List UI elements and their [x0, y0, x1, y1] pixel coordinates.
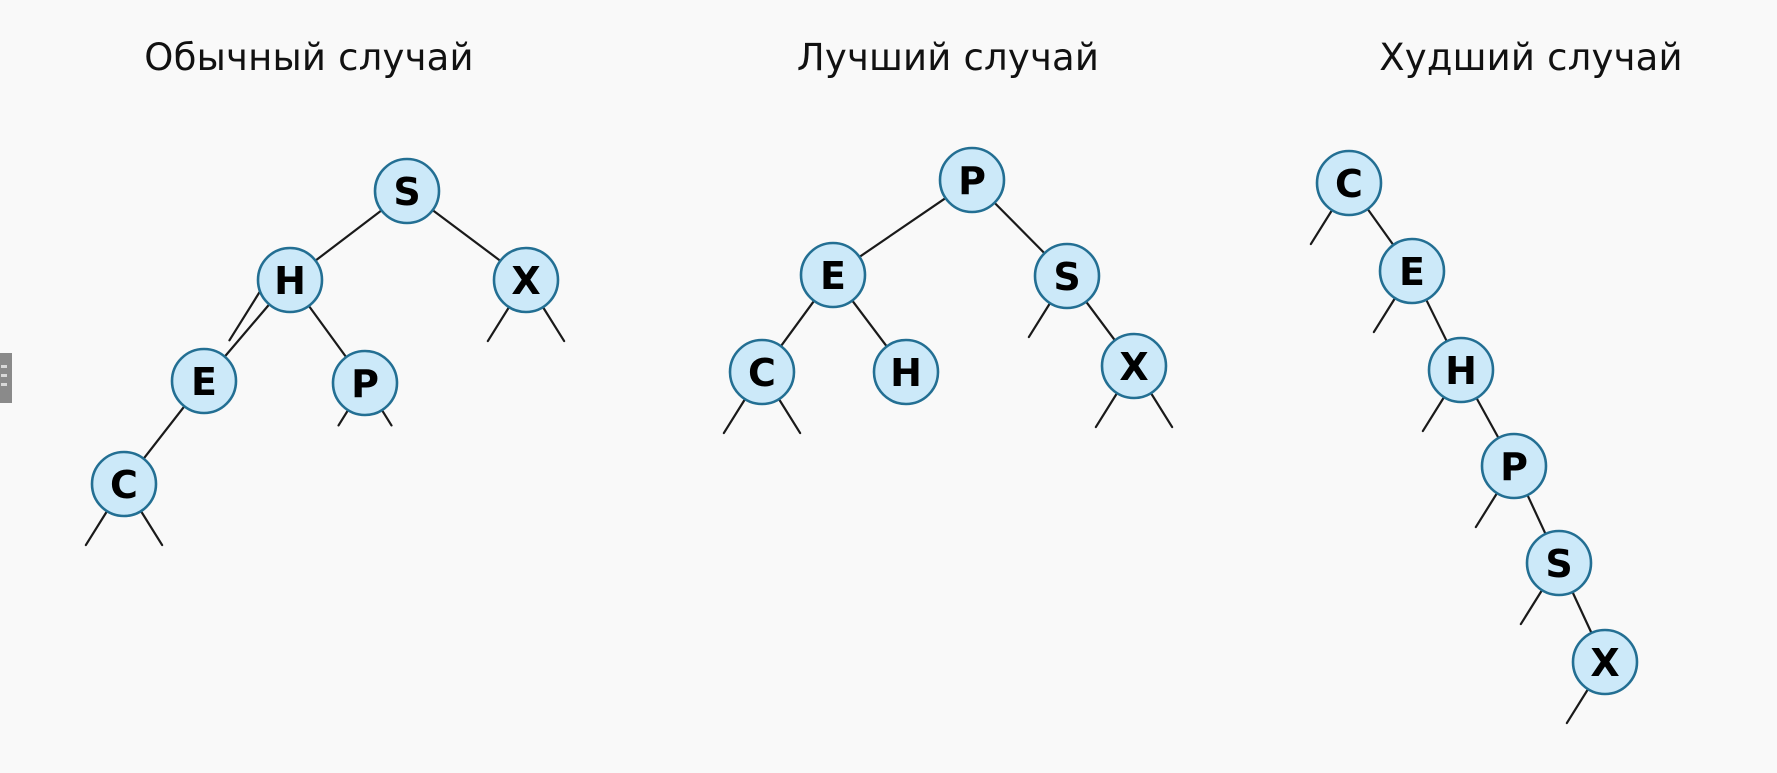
null-link-worst-X-5 — [1565, 688, 1590, 725]
node-label-best-C: C — [748, 351, 776, 395]
node-label-worst-P: P — [1500, 445, 1528, 489]
node-label-typical-H: H — [274, 259, 306, 303]
edge-typical-S-H — [314, 209, 383, 262]
left-edge-marker — [0, 353, 12, 403]
node-label-worst-E: E — [1399, 250, 1425, 294]
node-label-typical-S: S — [393, 170, 420, 214]
node-label-typical-X: X — [511, 259, 540, 303]
node-worst-E — [1378, 237, 1446, 305]
node-label-typical-E: E — [191, 360, 217, 404]
null-link-worst-P-3 — [1474, 492, 1499, 529]
node-label-worst-H: H — [1445, 349, 1477, 393]
node-label-best-P: P — [958, 159, 986, 203]
node-worst-C — [1315, 149, 1383, 217]
node-worst-P — [1480, 432, 1548, 500]
node-best-E — [799, 241, 867, 309]
node-best-H — [872, 338, 940, 406]
node-best-S — [1033, 242, 1101, 310]
node-label-best-S: S — [1053, 255, 1080, 299]
null-link-worst-C-0 — [1309, 209, 1334, 246]
node-typical-H — [256, 246, 324, 314]
edge-worst-C-E — [1366, 207, 1395, 247]
title-best-case: Лучший случай — [796, 36, 1100, 79]
node-best-C — [728, 338, 796, 406]
null-link-best-C-1 — [722, 398, 747, 435]
node-worst-H — [1427, 336, 1495, 404]
null-link-best-S-0 — [1027, 302, 1052, 339]
node-label-worst-S: S — [1545, 542, 1572, 586]
null-link-worst-H-2 — [1421, 396, 1446, 433]
edge-best-E-H — [851, 299, 888, 348]
node-typical-S — [373, 157, 441, 225]
node-typical-C — [90, 450, 158, 518]
edge-typical-H-E — [223, 303, 271, 358]
edge-best-E-C — [779, 299, 816, 348]
edge-worst-S-X — [1571, 590, 1593, 635]
node-worst-S — [1525, 529, 1593, 597]
node-typical-X — [492, 246, 560, 314]
null-link-typical-X-1 — [541, 306, 566, 343]
edge-best-P-E — [858, 196, 947, 259]
edge-worst-P-S — [1526, 493, 1547, 536]
edge-worst-H-P — [1475, 396, 1500, 440]
edges-layer — [84, 196, 1593, 725]
null-link-worst-E-1 — [1372, 297, 1397, 334]
null-link-typical-E-2 — [228, 286, 264, 342]
edge-typical-S-X — [431, 209, 502, 262]
node-typical-P — [331, 349, 399, 417]
null-link-worst-S-4 — [1519, 589, 1544, 626]
node-label-typical-C: C — [110, 463, 138, 507]
edge-typical-H-P — [307, 304, 348, 359]
null-link-typical-C-6 — [139, 510, 164, 547]
node-typical-E — [170, 347, 238, 415]
title-worst-case: Худший случай — [1379, 36, 1683, 79]
node-label-best-X: X — [1119, 345, 1148, 389]
edge-best-P-S — [993, 201, 1046, 255]
node-label-best-H: H — [890, 351, 922, 395]
null-link-best-C-2 — [777, 398, 802, 435]
null-link-best-X-4 — [1149, 392, 1174, 429]
node-label-worst-X: X — [1590, 641, 1619, 685]
edge-best-S-X — [1085, 300, 1116, 342]
null-link-typical-C-5 — [84, 510, 109, 547]
null-link-typical-X-0 — [486, 306, 511, 343]
null-link-best-X-3 — [1094, 392, 1119, 429]
edge-typical-E-C — [142, 405, 186, 460]
node-worst-X — [1571, 628, 1639, 696]
node-label-worst-C: C — [1335, 162, 1363, 206]
title-typical-case: Обычный случай — [144, 36, 474, 79]
edge-worst-E-H — [1425, 298, 1448, 343]
node-label-typical-P: P — [351, 362, 379, 406]
node-best-X — [1100, 332, 1168, 400]
node-best-P — [938, 146, 1006, 214]
node-label-best-E: E — [820, 254, 846, 298]
